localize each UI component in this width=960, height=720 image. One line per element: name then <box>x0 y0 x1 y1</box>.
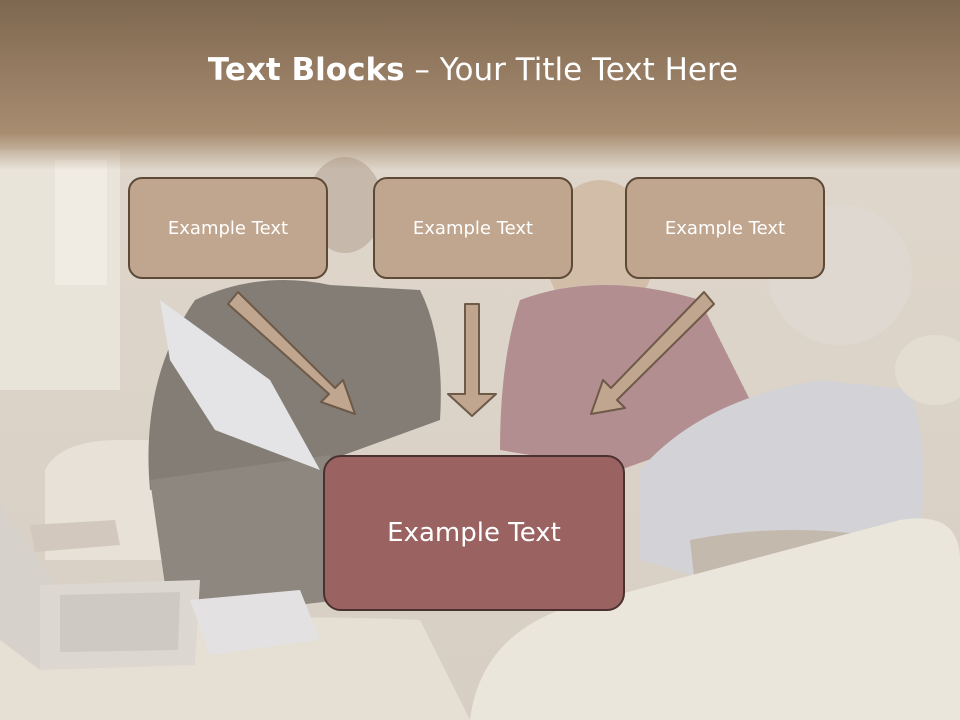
text-block-center[interactable]: Example Text <box>373 177 573 279</box>
title-rest: Your Title Text Here <box>439 52 739 88</box>
title-separator: – <box>404 52 440 88</box>
slide-title: Text Blocks – Your Title Text Here <box>0 52 946 88</box>
text-block-left[interactable]: Example Text <box>128 177 328 279</box>
arrow-right <box>590 291 715 415</box>
arrow-center <box>447 303 497 417</box>
text-block-right[interactable]: Example Text <box>625 177 825 279</box>
text-block-main[interactable]: Example Text <box>323 455 625 611</box>
title-bold: Text Blocks <box>207 52 405 88</box>
arrow-left <box>227 291 356 415</box>
